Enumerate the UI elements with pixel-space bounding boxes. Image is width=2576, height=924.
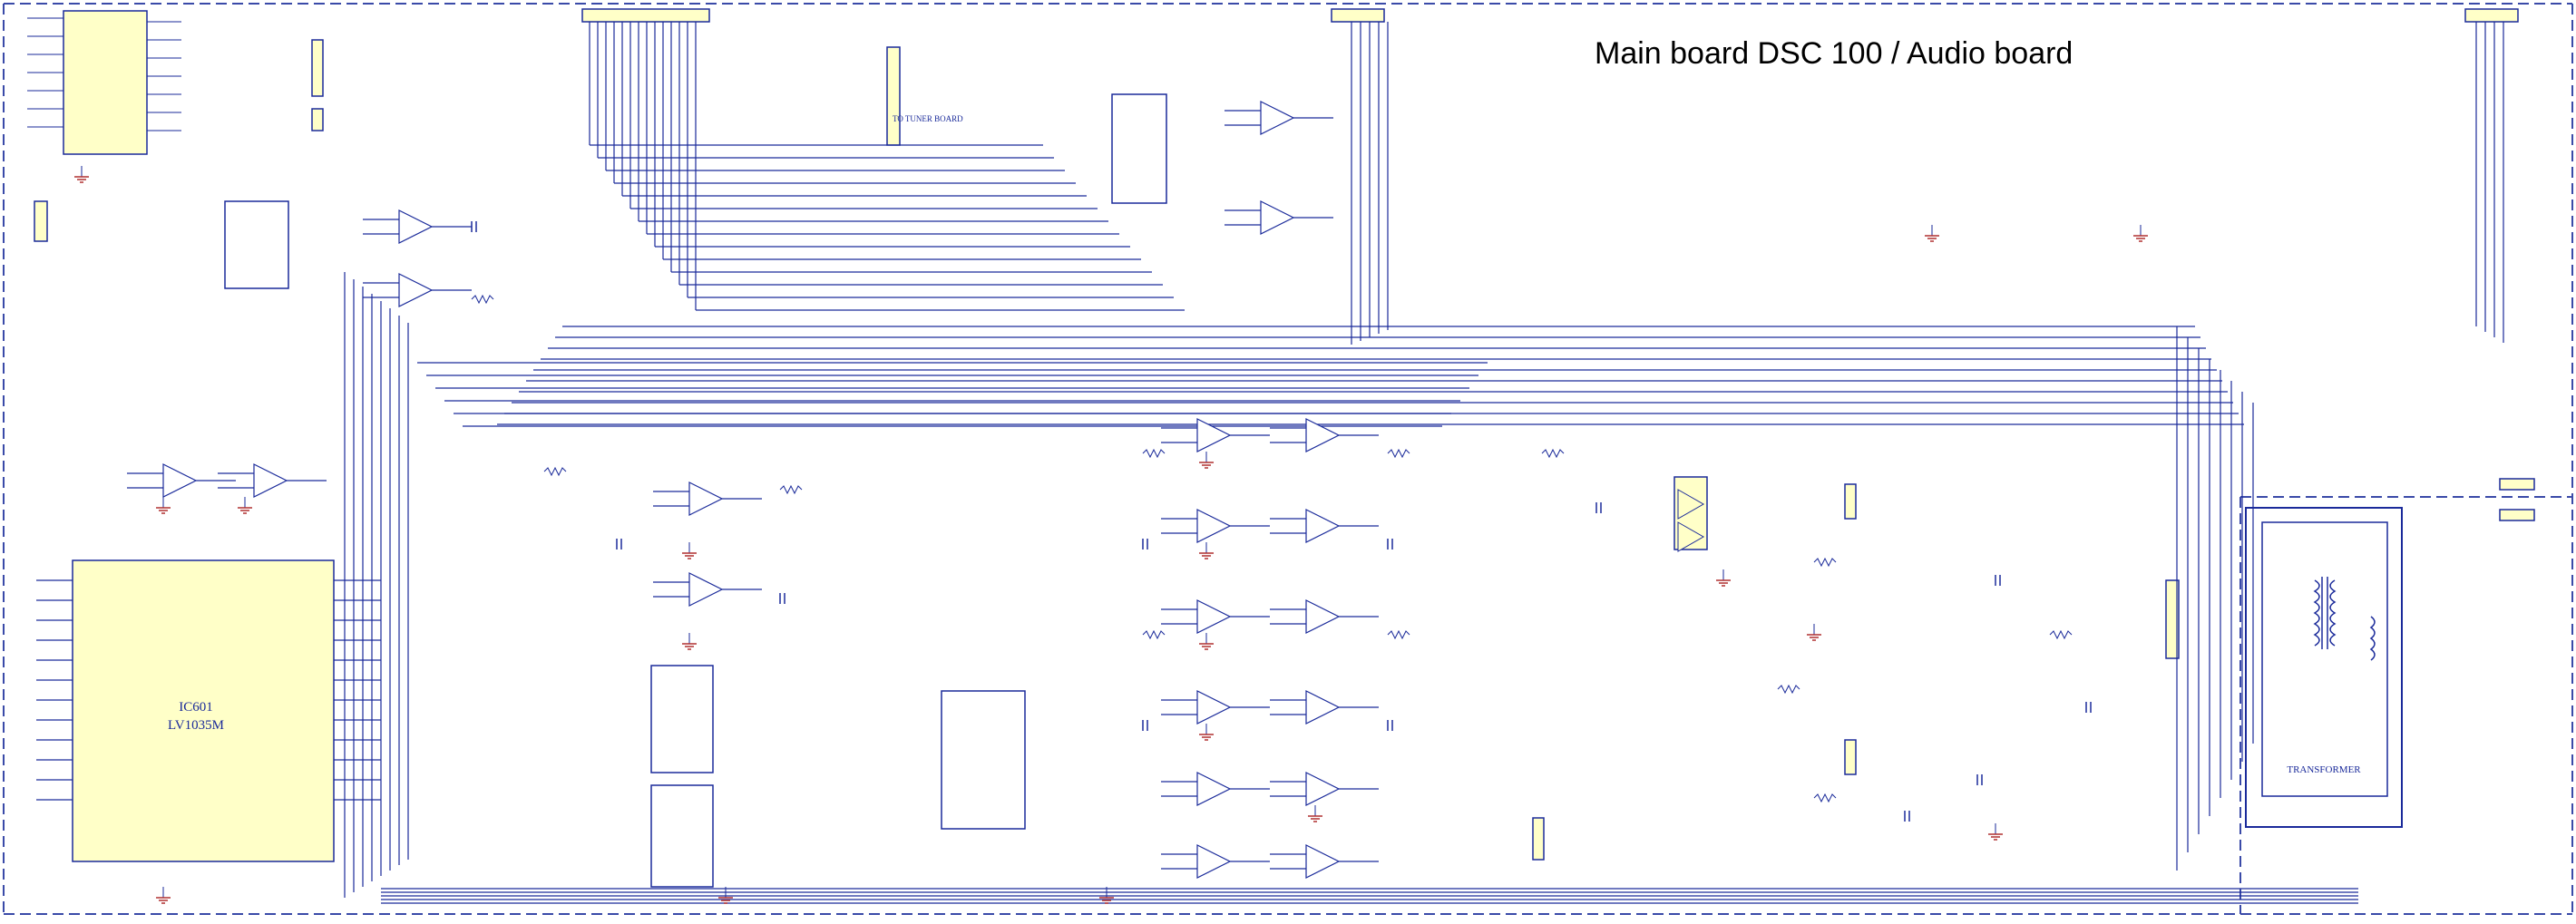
ground-symbol [682, 643, 697, 650]
opamp-symbol [398, 273, 434, 307]
connectors-top [34, 8, 2535, 861]
ground-symbol [1925, 235, 1939, 242]
ground-symbol [1099, 897, 1114, 904]
ground-symbol [1199, 462, 1214, 469]
ic-mid-left [224, 200, 289, 289]
ic-lower-center-a [650, 665, 714, 773]
resistor-symbol [1813, 557, 1837, 568]
resistor-symbol [1813, 793, 1837, 803]
ic-top-left [27, 10, 181, 155]
ground-symbol [156, 897, 171, 904]
schematic-title: Main board DSC 100 / Audio board [1595, 36, 2073, 71]
ground-symbol [1308, 815, 1322, 822]
opamp-symbol [688, 481, 724, 516]
opamp-symbol [1196, 599, 1232, 634]
ic601-part-label: LV1035M [168, 718, 224, 733]
wire-network [36, 22, 2504, 904]
ic601-block: IC601 LV1035M [72, 559, 335, 862]
ground-symbol [1988, 833, 2003, 841]
ground-symbol [156, 507, 171, 514]
opamp-symbol [1196, 844, 1232, 879]
tuner-label: TO TUNER BOARD [893, 114, 963, 123]
opamp-symbol [1305, 690, 1341, 725]
opamp-symbol [1196, 509, 1232, 543]
resistor-symbol [1777, 684, 1800, 695]
opamp-symbol [688, 572, 724, 607]
sheet-border [3, 3, 2573, 915]
ic-lower-center-c [941, 690, 1026, 830]
ground-symbol [238, 507, 252, 514]
ground-symbol [1807, 634, 1821, 641]
ground-symbol [1199, 734, 1214, 741]
resistor-symbol [1387, 629, 1410, 640]
opamp-symbol [398, 209, 434, 244]
opamp-symbol [1196, 418, 1232, 452]
ground-symbols [74, 166, 2148, 904]
opamp-symbol [1305, 772, 1341, 806]
ic-upper-center [1111, 93, 1167, 204]
ground-symbol [2133, 235, 2148, 242]
transformer-block: TRANSFORMER [2245, 507, 2403, 828]
resistor-symbol [2049, 629, 2073, 640]
ground-symbol [1716, 579, 1731, 587]
transformer-label: TRANSFORMER [2287, 764, 2361, 775]
ic-lower-center-b [650, 784, 714, 888]
resistor-symbol [779, 484, 803, 495]
tuner-connector: TO TUNER BOARD [886, 46, 963, 146]
opamp-symbol [253, 463, 288, 498]
ground-symbol [74, 176, 89, 183]
opamp-symbol [1305, 418, 1341, 452]
opamp-symbol [162, 463, 198, 498]
ic601-label: IC601 [179, 700, 213, 715]
resistor-symbol [1142, 629, 1166, 640]
ground-symbol [1199, 643, 1214, 650]
ground-symbol [718, 897, 733, 904]
opamp-symbol [1305, 599, 1341, 634]
resistor-symbol [543, 466, 567, 477]
opamp-symbol [1305, 509, 1341, 543]
opamp-symbol [1260, 200, 1295, 235]
resistor-symbol [1142, 448, 1166, 459]
resistor-symbol [471, 294, 494, 305]
opamp-symbol [1260, 101, 1295, 135]
amplifier-block [1673, 476, 1708, 552]
resistor-symbol [1541, 448, 1565, 459]
resistor-symbol [1387, 448, 1410, 459]
opamp-symbol [1196, 772, 1232, 806]
opamp-group [162, 101, 1341, 879]
ground-symbol [682, 552, 697, 559]
ground-symbol [1199, 552, 1214, 559]
opamp-symbol [1305, 844, 1341, 879]
opamp-symbol [1196, 690, 1232, 725]
passive-components [471, 221, 2092, 822]
